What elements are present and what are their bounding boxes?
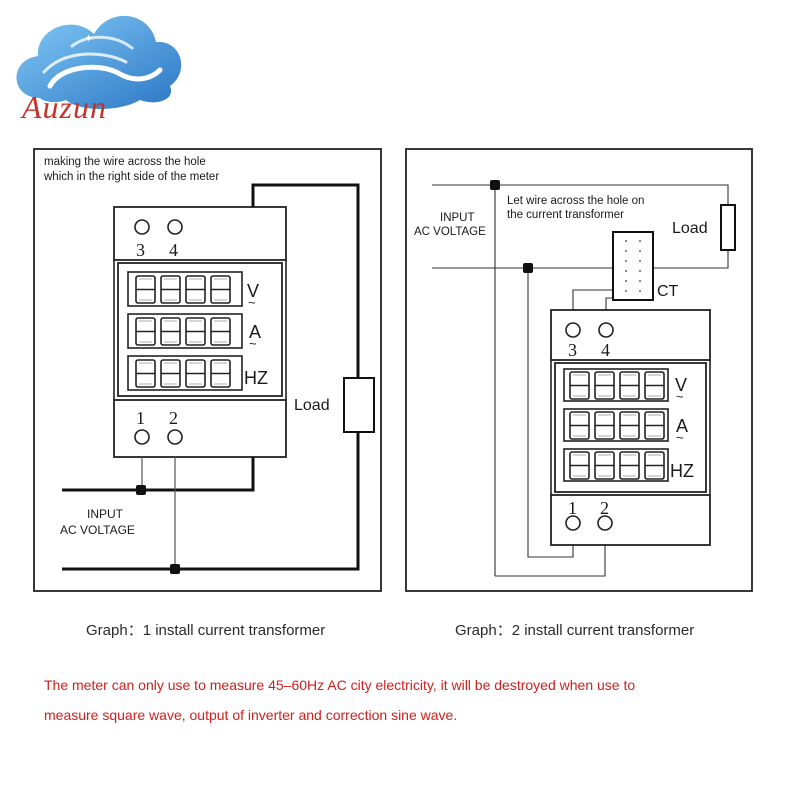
graph1-note-line1: making the wire across the hole [44,156,206,168]
graph1-load-label: Load [294,397,330,414]
graph1-unit-hz: HZ [244,368,268,388]
graph2-terminal-4 [598,322,614,338]
graph2-ac-symbol-2: ~ [676,430,684,445]
graph2-unit-v: V [675,375,687,395]
graph1-terminal-1-label: 1 [136,408,145,428]
warning-line1: The meter can only use to measure 45–60H… [44,677,636,693]
graph2-terminal-2 [597,515,613,531]
graph1-input-line1: INPUT [87,507,124,521]
graph2-unit-hz: HZ [670,461,694,481]
graph2-load-label: Load [672,220,708,237]
graph1-ac-symbol-1: ~ [248,295,256,310]
graph2-input-line1: INPUT [440,212,475,224]
logo-mark-glyph: ✦ [84,33,93,45]
graph2-frame [405,148,753,592]
graph1-unit-a: A [249,322,261,342]
graph1-caption: Graph：1 install current transformer [86,622,326,639]
graph1-wiring [62,183,360,571]
graph2-current-transformer [612,231,654,301]
graph2-ct-label: CT [657,283,679,300]
graph2-note-line1: Let wire across the hole on [507,195,644,207]
warning-line2: measure square wave, output of inverter … [44,707,458,723]
graph1-terminal-4-label: 4 [169,240,178,260]
graph2-terminal-3 [565,322,581,338]
graph2-terminal-2-label: 2 [600,498,609,518]
graph2-unit-a: A [676,416,688,436]
graph1-input-line2: AC VOLTAGE [60,523,135,537]
graph2-meter: 3 4 V ~ A ~ HZ 1 2 [550,309,711,546]
graph2-terminal-3-label: 3 [568,340,577,360]
graph2-input-line2: AC VOLTAGE [414,226,486,238]
graph2-terminal-4-label: 4 [601,340,610,360]
graph1-terminal-2 [167,429,183,445]
graph2-junction-2 [523,263,533,273]
graph1-terminal-3 [134,219,150,235]
graph2-load-resistor [720,204,736,251]
logo-brand-text: Auzun [20,89,107,125]
graph1-junction-1 [136,485,146,495]
graph2-terminal-1 [565,515,581,531]
cloud-logo: ✦ [16,15,182,109]
graph1-terminal-2-label: 2 [169,408,178,428]
graph1-note-line2: which in the right side of the meter [43,171,219,183]
graph2-terminal-1-label: 1 [568,498,577,518]
graph1-load-resistor [343,377,375,433]
graph2-ac-symbol-1: ~ [676,389,684,404]
graph1-junction-2 [170,564,180,574]
graph1-ac-symbol-2: ~ [249,336,257,351]
graph2-junction-1 [490,180,500,190]
graph1-frame [33,148,382,592]
graph1-meter: 3 4 V ~ A ~ HZ 1 2 [113,206,287,458]
graph2-caption: Graph：2 install current transformer [455,622,695,639]
graph1-terminal-1 [134,429,150,445]
graph1-terminal-4 [167,219,183,235]
graph1-terminal-3-label: 3 [136,240,145,260]
graph2-note-line2: the current transformer [507,209,624,221]
graph1-unit-v: V [247,281,259,301]
